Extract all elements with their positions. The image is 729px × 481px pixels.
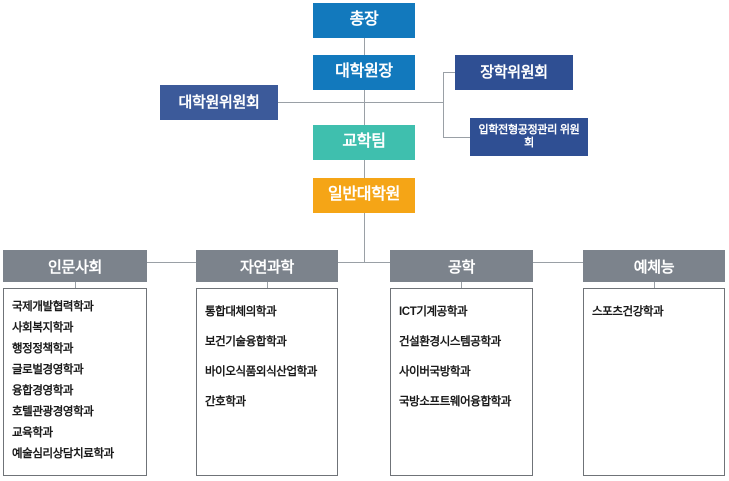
list-item[interactable]: 통합대체의학과 bbox=[205, 306, 277, 318]
connector-to-admission bbox=[443, 137, 471, 138]
list-item[interactable]: 보건기술융합학과 bbox=[205, 336, 287, 348]
node-dean[interactable]: 대학원장 bbox=[313, 55, 415, 90]
list-item[interactable]: 사회복지학과 bbox=[12, 322, 74, 334]
node-graduate-committee[interactable]: 대학원위원회 bbox=[160, 85, 278, 120]
node-president[interactable]: 총장 bbox=[313, 3, 415, 38]
department-list-engineering: ICT기계공학과 건설환경시스템공학과 사이버국방학과 국방소프트웨어융합학과 bbox=[390, 288, 533, 476]
list-item[interactable]: 예술심리상담치료학과 bbox=[12, 448, 114, 460]
faculty-header-arts-physical[interactable]: 예체능 bbox=[583, 250, 725, 282]
node-general-graduate-school[interactable]: 일반대학원 bbox=[313, 178, 415, 213]
connector-gradschool-drop bbox=[364, 213, 365, 262]
connector-committee-bar bbox=[277, 102, 443, 103]
faculty-header-natural-science[interactable]: 자연과학 bbox=[196, 250, 338, 282]
connector-dean-affairs bbox=[364, 90, 365, 125]
faculty-header-humanities-social[interactable]: 인문사회 bbox=[3, 250, 147, 282]
list-item[interactable]: 국제개발협력학과 bbox=[12, 301, 94, 313]
department-list-natural-science: 통합대체의학과 보건기술융합학과 바이오식품외식산업학과 간호학과 bbox=[196, 288, 338, 476]
list-item[interactable]: 행정정책학과 bbox=[12, 343, 74, 355]
node-admission-fairness-committee[interactable]: 입학전형공정관리 위원회 bbox=[470, 118, 588, 156]
node-scholarship-committee[interactable]: 장학위원회 bbox=[455, 55, 573, 90]
list-item[interactable]: 스포츠건강학과 bbox=[592, 306, 664, 318]
node-academic-affairs-team-label: 교학팀 bbox=[342, 133, 386, 151]
list-item[interactable]: ICT기계공학과 bbox=[399, 306, 468, 318]
faculty-header-label: 인문사회 bbox=[47, 258, 102, 276]
list-item[interactable]: 교육학과 bbox=[12, 427, 53, 439]
list-item[interactable]: 융합경영학과 bbox=[12, 385, 74, 397]
list-item[interactable]: 국방소프트웨어융합학과 bbox=[399, 396, 511, 408]
faculty-header-label: 자연과학 bbox=[239, 258, 294, 276]
node-president-label: 총장 bbox=[349, 11, 379, 29]
connector-faculty-bar bbox=[75, 262, 654, 263]
connector-right-bracket bbox=[443, 72, 444, 137]
connector-president-dean bbox=[364, 38, 365, 55]
faculty-header-label: 공학 bbox=[447, 258, 475, 276]
department-list-arts-physical: 스포츠건강학과 bbox=[583, 288, 725, 476]
department-list-humanities-social: 국제개발협력학과 사회복지학과 행정정책학과 글로벌경영학과 융합경영학과 호텔… bbox=[3, 288, 147, 476]
list-item[interactable]: 호텔관광경영학과 bbox=[12, 406, 94, 418]
list-item[interactable]: 글로벌경영학과 bbox=[12, 364, 84, 376]
connector-affairs-gradschool bbox=[364, 160, 365, 178]
node-scholarship-committee-label: 장학위원회 bbox=[480, 63, 548, 81]
node-graduate-committee-label: 대학원위원회 bbox=[178, 93, 260, 111]
node-academic-affairs-team[interactable]: 교학팀 bbox=[313, 125, 415, 160]
connector-to-scholarship bbox=[443, 72, 456, 73]
list-item[interactable]: 간호학과 bbox=[205, 396, 246, 408]
faculty-header-label: 예체능 bbox=[633, 258, 675, 276]
list-item[interactable]: 사이버국방학과 bbox=[399, 366, 471, 378]
list-item[interactable]: 건설환경시스템공학과 bbox=[399, 336, 501, 348]
node-dean-label: 대학원장 bbox=[335, 63, 393, 81]
node-admission-fairness-committee-label: 입학전형공정관리 위원회 bbox=[478, 124, 580, 149]
list-item[interactable]: 바이오식품외식산업학과 bbox=[205, 366, 317, 378]
node-general-graduate-school-label: 일반대학원 bbox=[327, 186, 401, 204]
faculty-header-engineering[interactable]: 공학 bbox=[390, 250, 533, 282]
